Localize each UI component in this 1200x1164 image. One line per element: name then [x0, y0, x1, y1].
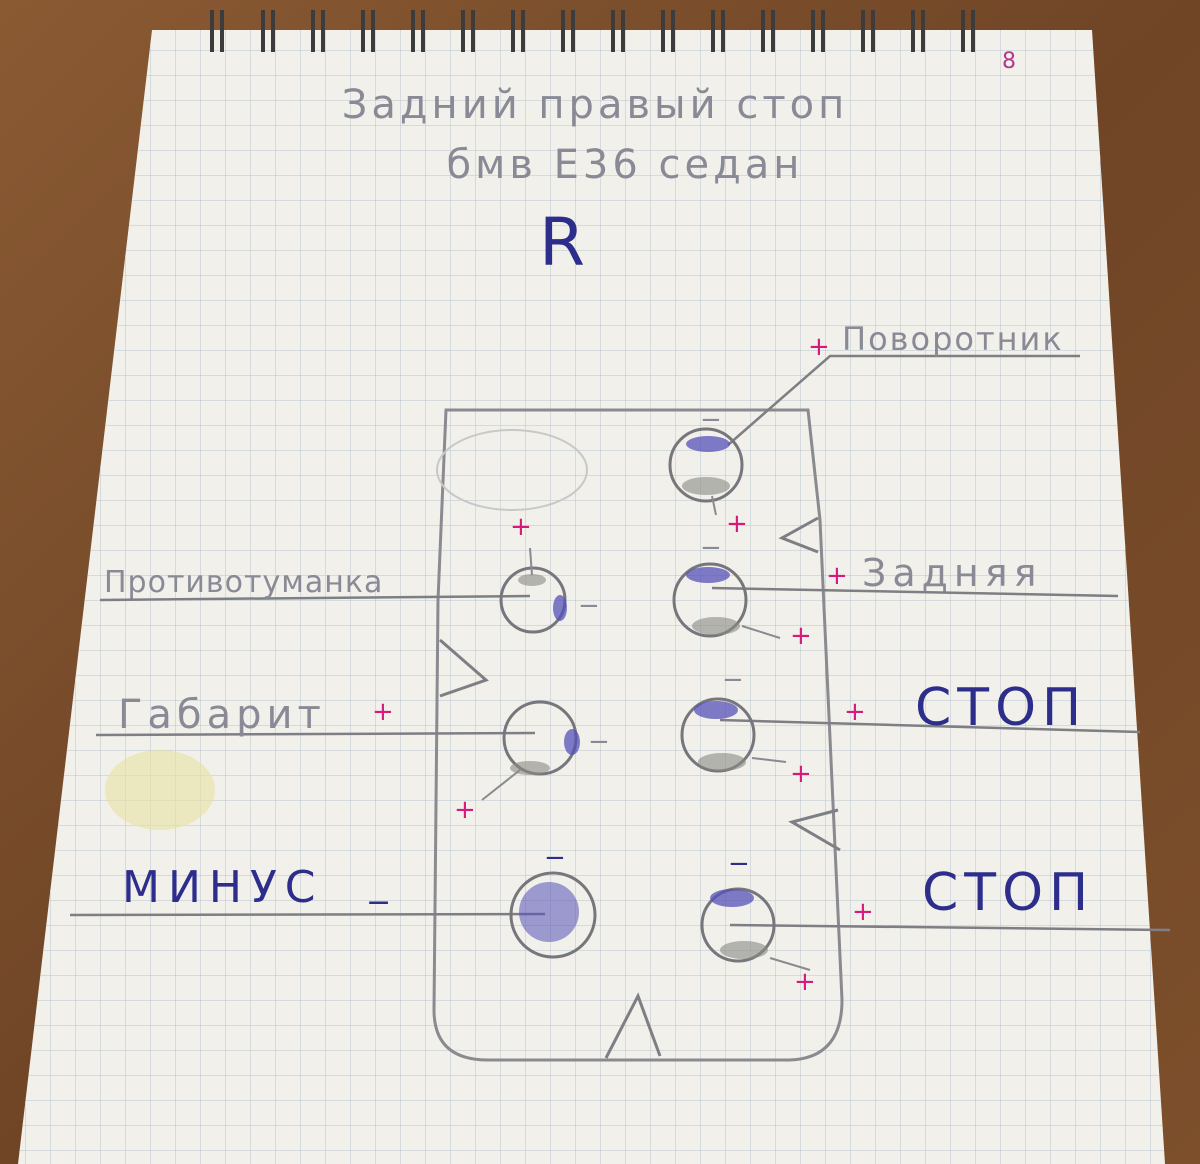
ground-label: МИНУС	[122, 862, 324, 913]
stop-lower-pin-plus: +	[794, 967, 816, 997]
fog-leader	[99, 594, 531, 602]
turn-signal-plus: +	[808, 332, 830, 362]
bulb-socket-fog	[499, 566, 567, 634]
side-marker: R	[539, 204, 585, 281]
bulb-socket-turn-signal	[668, 427, 744, 503]
reverse-pin-plus: +	[790, 621, 812, 651]
stop-lower-label: СТОП	[922, 863, 1094, 923]
paper-stain	[105, 750, 215, 830]
ground-minus: −	[366, 885, 391, 920]
parking-pin-plus: +	[454, 795, 476, 825]
ground-leader	[69, 912, 546, 917]
fog-minus: −	[578, 591, 600, 621]
notch-left	[439, 638, 489, 698]
parking-label: Габарит	[118, 692, 326, 738]
reverse-leader	[711, 586, 1119, 598]
stop-upper-pin-plus: +	[790, 759, 812, 789]
notch-right-upper	[778, 516, 819, 554]
stop-lower-plus: +	[852, 897, 874, 927]
corner-mark: 8	[1002, 49, 1016, 74]
wire-arrows	[481, 495, 811, 971]
housing-faint-arc	[436, 429, 588, 511]
paper-sheet	[18, 30, 1165, 1164]
bulb-socket-ground	[509, 871, 597, 959]
bulb-socket-stop-lower	[700, 887, 776, 963]
parking-leader	[95, 731, 536, 737]
turn-signal-minus: −	[700, 405, 722, 435]
lamp-housing-outline	[432, 408, 844, 1062]
stop-upper-plus: +	[844, 697, 866, 727]
leader-lines	[69, 354, 1171, 932]
bulb-socket-reverse	[672, 562, 748, 638]
reverse-plus: +	[826, 561, 848, 591]
fog-pin-plus: +	[510, 512, 532, 542]
stop-upper-label: СТОП	[915, 678, 1087, 738]
turn-signal-label: Поворотник	[842, 320, 1064, 358]
parking-plus: +	[372, 697, 394, 727]
parking-minus: −	[588, 727, 610, 757]
reverse-label: Задняя	[862, 551, 1043, 595]
turn-signal-pin-plus: +	[726, 509, 748, 539]
ground-socket-minus: −	[544, 843, 566, 873]
stop-lower-leader	[729, 923, 1171, 932]
spiral-binding	[210, 10, 975, 52]
bulb-socket-stop-upper	[680, 697, 756, 773]
turn-signal-leader	[727, 354, 1080, 446]
stop-upper-minus: −	[722, 665, 744, 695]
notch-right-lower	[788, 808, 841, 852]
stop-upper-leader	[719, 718, 1141, 734]
notch-bottom	[604, 992, 662, 1059]
stop-lower-minus: −	[728, 849, 750, 879]
fog-label: Противотуманка	[104, 565, 383, 600]
reverse-minus: −	[700, 533, 722, 563]
title-line-1: Задний правый стоп	[342, 82, 849, 128]
bulb-socket-parking	[502, 700, 580, 776]
title-line-2: бмв Е36 седан	[447, 142, 804, 188]
